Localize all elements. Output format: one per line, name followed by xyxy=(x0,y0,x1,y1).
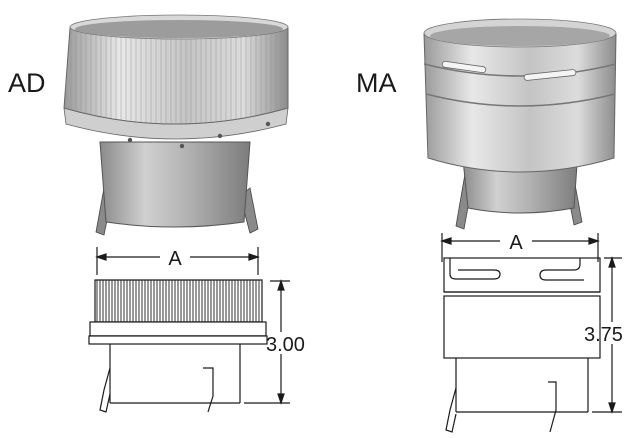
ma-height-value: 3.75 xyxy=(584,324,623,346)
ad-height-value: 3.00 xyxy=(266,334,305,356)
product-label-ad: AD xyxy=(8,68,46,98)
ad-width-label: A xyxy=(168,248,182,270)
ma-width-label: A xyxy=(509,232,523,254)
product-label-ma: MA xyxy=(356,68,397,98)
ma-photo xyxy=(423,18,617,230)
ma-drawing xyxy=(440,233,622,433)
ad-photo xyxy=(63,14,289,236)
ad-drawing xyxy=(88,247,290,413)
